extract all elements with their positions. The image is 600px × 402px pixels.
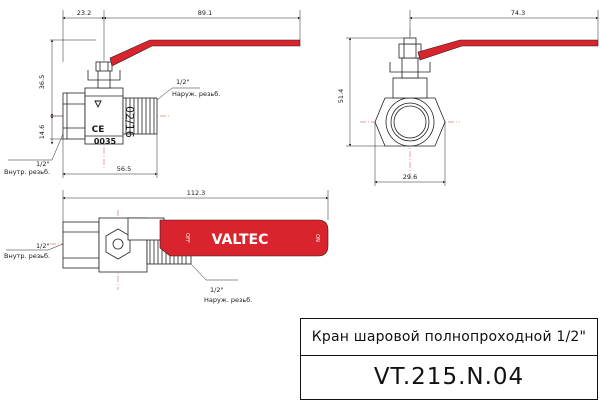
dim-23-2: 23.2 [77,9,91,17]
dim-74-3: 74.3 [511,9,525,17]
dim-51-4: 51.4 [337,89,345,103]
handle-brand: VALTEC [212,232,269,248]
note-internal-thread-2: Внутр. резьб. [4,252,50,260]
ce-mark: CE [92,125,105,135]
valve-logo-mark [94,100,102,109]
cert-number: 0035 [94,137,117,146]
note-thread-size-1: 1/2" [176,78,189,86]
dim-14-6: 14.6 [38,125,46,139]
date-mark: 02/16 [123,106,136,138]
handle-off-label: OFF [184,233,190,243]
title-block: Кран шаровой полнопроходной 1/2" VT.215.… [300,318,598,400]
note-thread-size-2: 1/2" [36,160,49,168]
dim-29-6: 29.6 [403,173,417,181]
handle-top-view [159,219,329,257]
note-thread-size-4: 1/2" [210,286,223,294]
dim-112-3: 112.3 [187,189,206,197]
handle-side-view [417,39,599,61]
note-internal-thread-1: Внутр. резьб. [4,168,50,176]
top-view [50,210,210,290]
product-name: Кран шаровой полнопроходной 1/2" [301,319,597,356]
dim-89-1: 89.1 [198,9,212,17]
note-external-thread-1: Наруж. резьб. [172,90,220,98]
handle-on-label: ON [314,234,320,242]
dim-56-5: 56.5 [117,165,131,173]
product-code: VT.215.N.04 [373,364,525,390]
front-view [50,60,170,170]
note-thread-size-3: 1/2" [36,242,49,250]
side-view [360,30,460,180]
handle-front-view [109,39,301,67]
dim-36-5: 36.5 [38,75,46,89]
note-external-thread-2: Наруж. резьб. [204,296,252,304]
